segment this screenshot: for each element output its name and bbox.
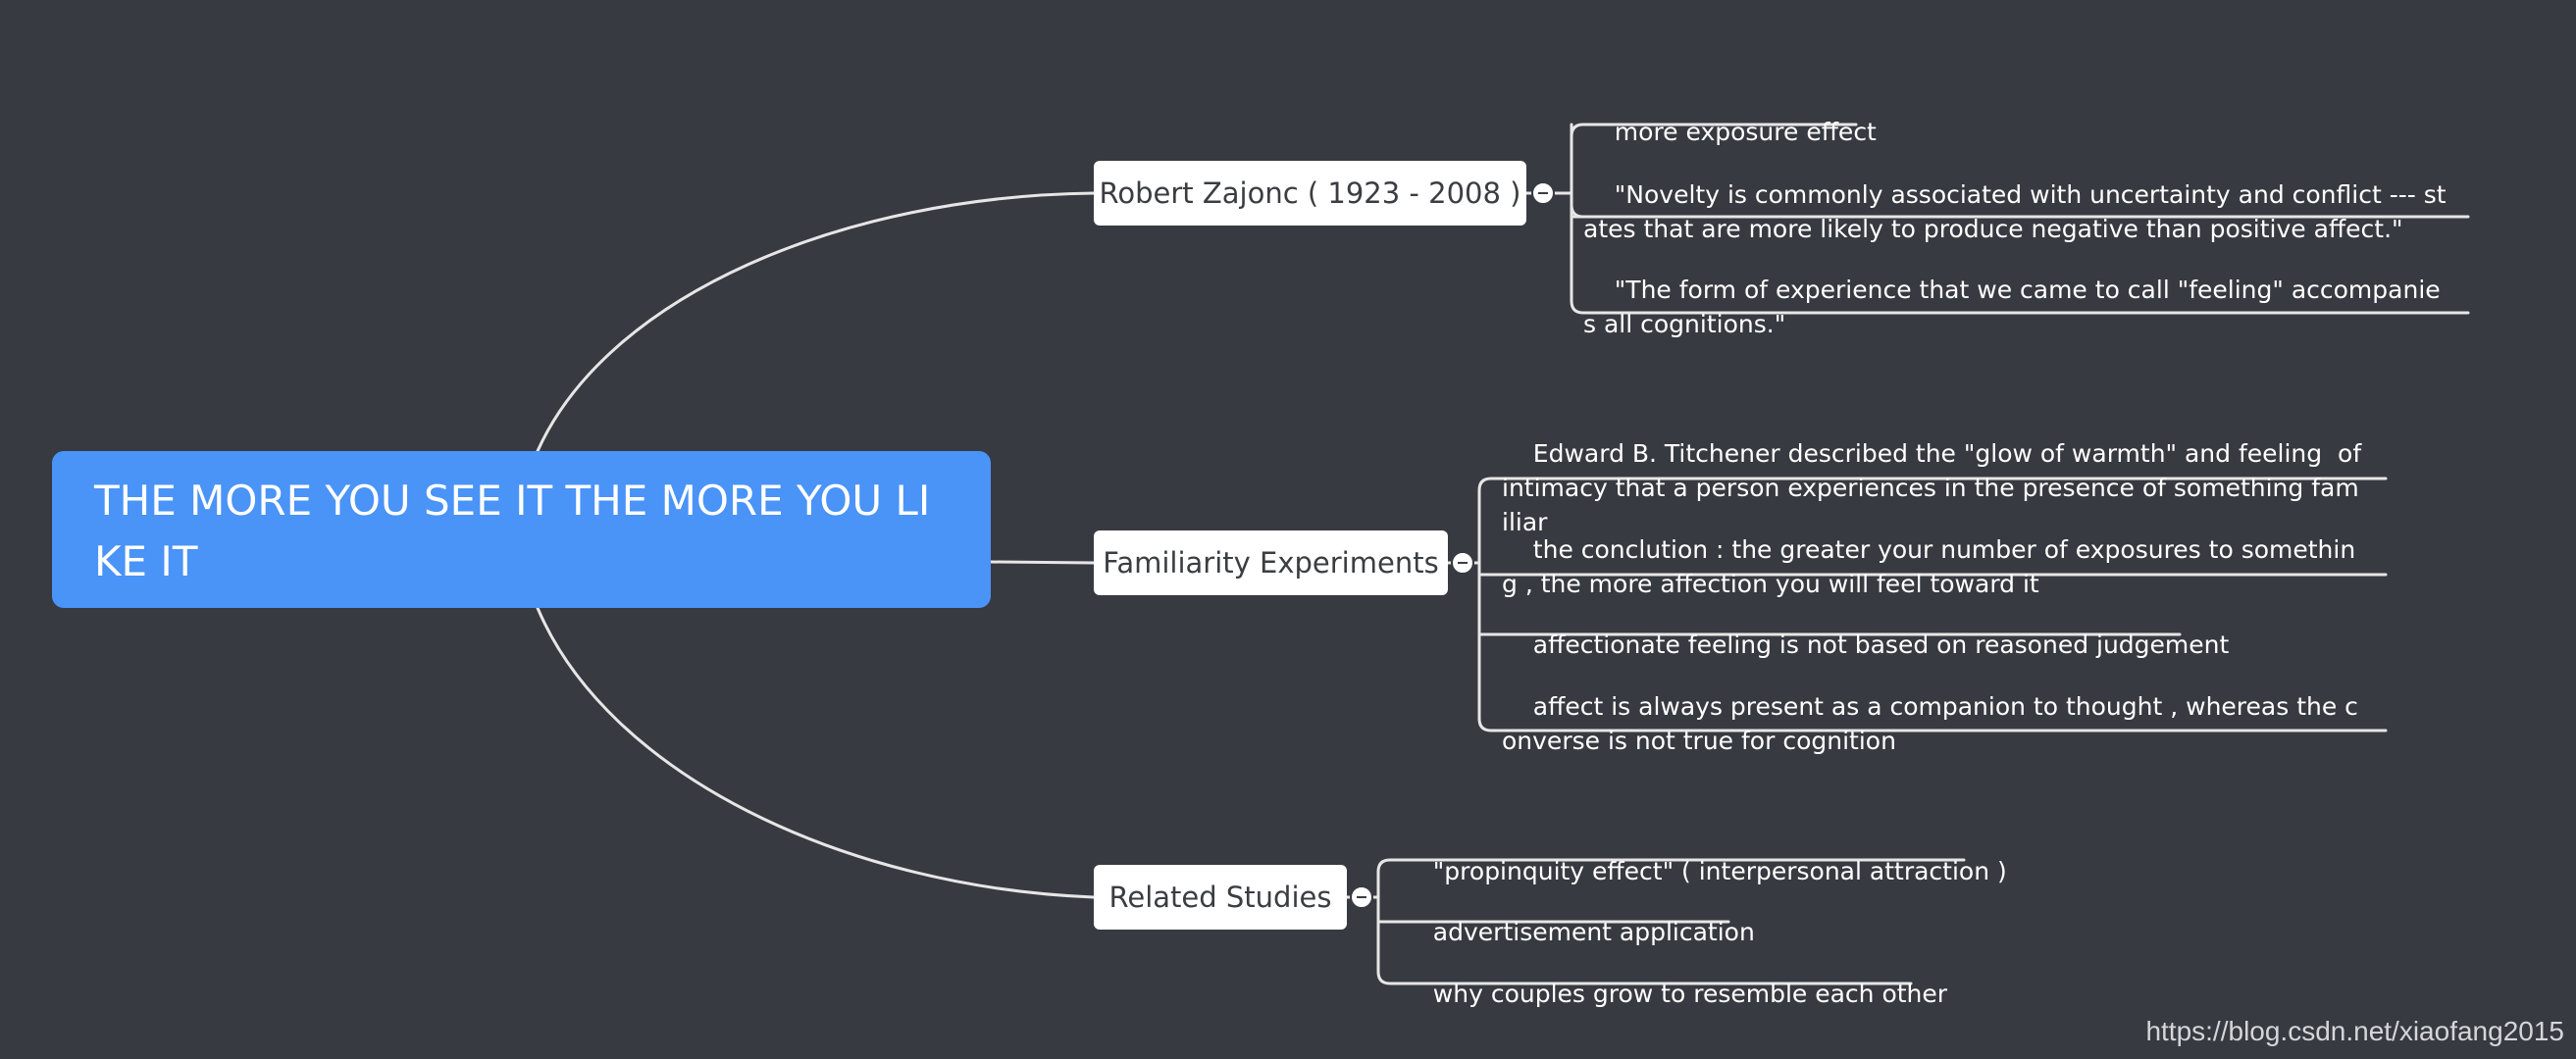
leaf-label: "propinquity effect" ( interpersonal att… — [1432, 857, 2007, 885]
branch-robert-zajonc[interactable]: Robert Zajonc ( 1923 - 2008 ) — [1094, 161, 1526, 226]
leaf-label: why couples grow to resemble each other — [1432, 980, 1948, 1008]
branch-label: Related Studies — [1108, 881, 1332, 914]
leaf-novelty-quote[interactable]: "Novelty is commonly associated with unc… — [1583, 143, 2447, 280]
leaf-label: "Novelty is commonly associated with unc… — [1583, 180, 2447, 243]
leaf-feeling-quote[interactable]: "The form of experience that we came to … — [1583, 238, 2447, 376]
root-topic[interactable]: THE MORE YOU SEE IT THE MORE YOU LIKE IT — [52, 451, 991, 608]
branch-label: Familiarity Experiments — [1103, 546, 1439, 580]
collapse-toggle-icon[interactable] — [1451, 551, 1474, 575]
collapse-toggle-icon[interactable] — [1350, 885, 1373, 909]
leaf-affectionate-feeling[interactable]: affectionate feeling is not based on rea… — [1502, 593, 2365, 696]
leaf-label: advertisement application — [1432, 918, 1755, 946]
leaf-label: more exposure effect — [1614, 118, 1877, 146]
branch-familiarity-experiments[interactable]: Familiarity Experiments — [1094, 530, 1448, 595]
branch-label: Robert Zajonc ( 1923 - 2008 ) — [1099, 176, 1521, 210]
leaf-titchener[interactable]: Edward B. Titchener described the "glow … — [1502, 402, 2365, 574]
leaf-label: "The form of experience that we came to … — [1583, 276, 2441, 338]
watermark: https://blog.csdn.net/xiaofang2015 — [2145, 1016, 2564, 1046]
collapse-toggle-icon[interactable] — [1531, 181, 1555, 205]
leaf-propinquity-effect[interactable]: "propinquity effect" ( interpersonal att… — [1402, 820, 2088, 923]
leaf-affect-always-present[interactable]: affect is always present as a companion … — [1502, 655, 2365, 792]
connector-root-to-robert-zajonc — [536, 191, 1096, 453]
connector-root-to-familiarity-experiments — [989, 560, 1096, 565]
leaf-label: affect is always present as a companion … — [1502, 692, 2358, 755]
leaf-label: affectionate feeling is not based on rea… — [1532, 630, 2230, 659]
root-topic-label: THE MORE YOU SEE IT THE MORE YOU LIKE IT — [94, 477, 931, 585]
leaf-more-exposure-effect[interactable]: more exposure effect — [1583, 80, 2447, 183]
leaf-advertisement-application[interactable]: advertisement application — [1402, 881, 2088, 983]
leaf-label: Edward B. Titchener described the "glow … — [1502, 439, 2370, 536]
leaf-couples-resemble[interactable]: why couples grow to resemble each other — [1402, 942, 2088, 1045]
leaf-conclusion[interactable]: the conclution : the greater your number… — [1502, 498, 2365, 635]
connector-root-to-related-studies — [536, 606, 1096, 899]
leaf-label: the conclution : the greater your number… — [1502, 535, 2356, 598]
branch-related-studies[interactable]: Related Studies — [1094, 865, 1347, 930]
